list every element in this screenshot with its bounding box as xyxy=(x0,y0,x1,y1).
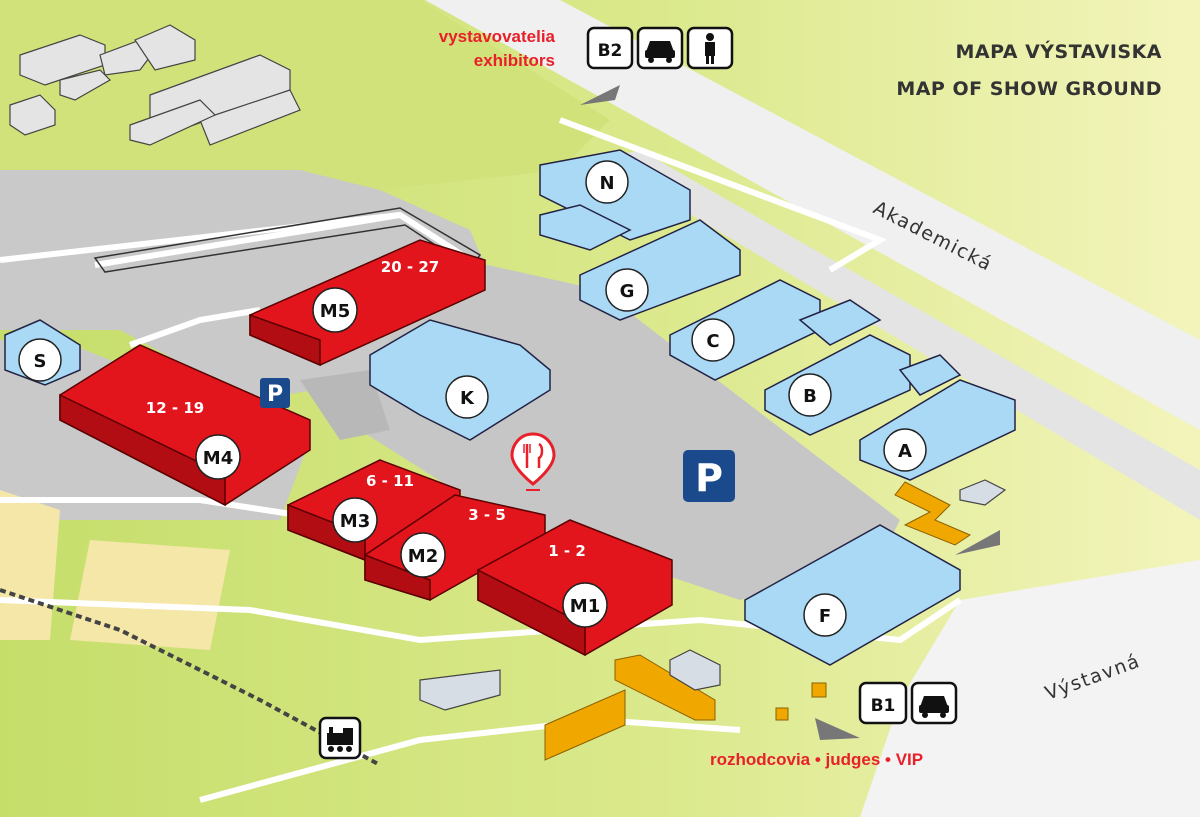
pavilion-g-label: G xyxy=(620,281,635,302)
pavilion-k-marker[interactable]: K xyxy=(445,375,489,419)
pavilion-c-label: C xyxy=(706,331,719,352)
parking-sign-large[interactable]: P xyxy=(683,450,735,502)
pavilion-n-marker[interactable]: N xyxy=(585,160,629,204)
pavilion-k-label: K xyxy=(460,388,475,409)
pavilion-b-label: B xyxy=(803,386,817,407)
orange-structures xyxy=(544,481,972,761)
gate-b2[interactable]: B2 xyxy=(586,26,634,70)
service-buildings xyxy=(419,479,1007,711)
pavilion-a-label: A xyxy=(898,441,912,462)
hall-m4 xyxy=(59,344,311,507)
pavilion-f-shape xyxy=(744,524,961,666)
hall-m1-label: M1 xyxy=(570,596,600,617)
pavilion-b-link xyxy=(898,354,962,396)
asphalt-west xyxy=(0,170,500,400)
label-exhibitors-en: exhibitors xyxy=(474,51,555,70)
pavilion-s-marker[interactable]: S xyxy=(18,338,62,382)
hall-m2-range: 3 - 5 xyxy=(468,506,506,524)
pavilion-c-link xyxy=(798,299,882,346)
gate-markers xyxy=(580,85,1000,740)
hall-m2-label: M2 xyxy=(408,546,438,567)
hall-m4-marker[interactable]: M4 xyxy=(195,434,241,480)
pavilion-s-label: S xyxy=(34,351,47,372)
hall-m5-marker[interactable]: M5 xyxy=(312,287,358,333)
hall-m3-label: M3 xyxy=(340,511,370,532)
car-icon xyxy=(910,681,958,725)
pavilion-f-marker[interactable]: F xyxy=(803,593,847,637)
hall-m4-range: 12 - 19 xyxy=(146,399,204,417)
hall-m3-marker[interactable]: M3 xyxy=(332,497,378,543)
map-title-en: MAP OF SHOW GROUND xyxy=(896,78,1162,100)
hall-m3-range: 6 - 11 xyxy=(366,472,414,490)
pavilion-n-annex xyxy=(539,204,632,251)
label-exhibitors-sk: vystavovatelia xyxy=(439,27,556,46)
pavilion-a-marker[interactable]: A xyxy=(883,428,927,472)
warehouses xyxy=(9,24,301,146)
pavilion-n-label: N xyxy=(599,173,614,194)
parking-large-label: P xyxy=(695,456,723,500)
road-vystavna xyxy=(860,560,1200,817)
pavilion-f-label: F xyxy=(819,606,831,627)
map-title-sk: MAPA VÝSTAVISKA xyxy=(955,39,1162,63)
hall-m2-marker[interactable]: M2 xyxy=(400,532,446,578)
road-akademicka-side xyxy=(600,150,1200,520)
train-icon xyxy=(318,716,362,760)
sand-area-1 xyxy=(0,490,60,640)
sand-area-2 xyxy=(70,540,230,650)
small-square xyxy=(300,370,390,440)
pavilion-b-marker[interactable]: B xyxy=(788,373,832,417)
hall-m5 xyxy=(249,239,486,367)
hall-m5-range: 20 - 27 xyxy=(381,258,439,276)
car-icon xyxy=(636,26,684,70)
restaurant-icon[interactable] xyxy=(510,432,556,491)
parking-sign-small[interactable]: P xyxy=(260,378,290,408)
hall-m4-label: M4 xyxy=(203,448,233,469)
gate-b1[interactable]: B1 xyxy=(858,681,908,725)
hall-m5-label: M5 xyxy=(320,301,350,322)
label-judges-vip: rozhodcovia • judges • VIP xyxy=(710,750,923,769)
person-icon xyxy=(686,26,734,70)
hall-m1-range: 1 - 2 xyxy=(548,542,586,560)
gate-b2-label: B2 xyxy=(598,41,623,61)
hall-m1-marker[interactable]: M1 xyxy=(562,582,608,628)
pavilion-c-marker[interactable]: C xyxy=(691,318,735,362)
gate-b1-label: B1 xyxy=(871,696,896,716)
parking-small-label: P xyxy=(267,382,283,407)
pavilion-g-marker[interactable]: G xyxy=(605,268,649,312)
